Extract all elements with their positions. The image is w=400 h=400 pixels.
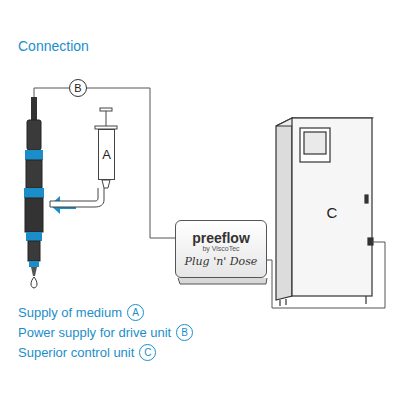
controller-box: preeflowby ViscoTecPlug 'n' Dose bbox=[175, 220, 267, 278]
callout-letter: B bbox=[176, 324, 193, 341]
cabinet-box: C bbox=[292, 118, 372, 296]
callout-letter: A bbox=[127, 304, 144, 321]
node-text: by ViscoTec bbox=[202, 245, 239, 252]
legend-row: Supply of medium A bbox=[18, 304, 144, 321]
power-cable bbox=[34, 88, 69, 97]
legend-row: Power supply for drive unit B bbox=[18, 324, 193, 341]
controller-base bbox=[178, 278, 267, 284]
description-text: Supply of medium bbox=[18, 305, 122, 320]
syringe bbox=[50, 108, 117, 207]
description-text: Superior control unit bbox=[18, 345, 134, 360]
description-text: Power supply for drive unit bbox=[18, 325, 171, 340]
dispenser bbox=[24, 97, 44, 288]
node-text: Plug 'n' Dose bbox=[185, 255, 258, 268]
legend-row: Superior control unit C bbox=[18, 344, 156, 361]
node-text: A bbox=[102, 147, 111, 162]
callout-circle: B bbox=[69, 79, 87, 97]
node-text: B bbox=[74, 82, 81, 94]
title: Connection bbox=[18, 38, 89, 54]
node-text: C bbox=[327, 204, 338, 221]
node-text: preeflow bbox=[192, 230, 250, 246]
syringe-barrel: A bbox=[98, 129, 115, 180]
cable-connector bbox=[87, 88, 175, 238]
control-cabinet bbox=[276, 118, 373, 306]
callout-letter: C bbox=[139, 344, 156, 361]
cable-connector bbox=[267, 242, 385, 308]
